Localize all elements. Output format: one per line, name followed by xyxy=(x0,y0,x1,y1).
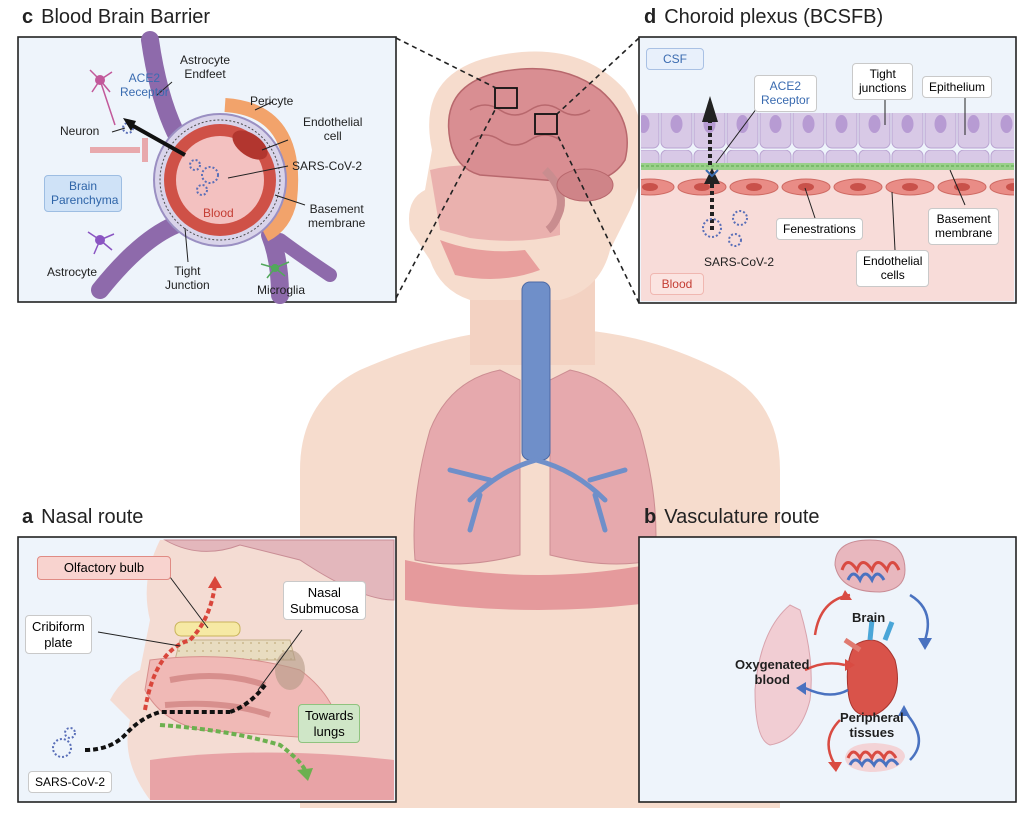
label-endothelial-cell: Endothelial cell xyxy=(303,115,363,143)
label-peripheral-tissues: Peripheral tissues xyxy=(840,710,904,740)
label-tight-junctions: Tight junctions xyxy=(852,63,914,100)
label-blood-choroid: Blood xyxy=(650,273,704,296)
panel-c xyxy=(17,31,397,304)
label-nasal-submucosa: Nasal Submucosa xyxy=(283,581,366,621)
panel-c-title: c Blood Brain Barrier xyxy=(22,6,210,29)
label-ace2-receptor: ACE2 Receptor xyxy=(120,71,169,99)
panel-b-title-text: Vasculature route xyxy=(664,506,820,528)
label-basement-membrane-choroid: Basement membrane xyxy=(928,208,1000,245)
label-neuron: Neuron xyxy=(60,124,100,138)
label-brain: Brain xyxy=(852,610,886,625)
label-oxygenated-blood: Oxygenated blood xyxy=(735,657,810,687)
label-astrocyte-endfeet: Astrocyte Endfeet xyxy=(180,53,231,81)
panel-c-letter: c xyxy=(22,6,34,28)
label-sars-cov-2-bbb: SARS-CoV-2 xyxy=(292,159,363,173)
connector-lines xyxy=(395,37,640,304)
brain xyxy=(447,67,628,234)
label-endothelial-cells: Endothelial cells xyxy=(856,250,930,287)
lungs xyxy=(405,369,670,610)
label-towards-lungs: Towards lungs xyxy=(298,704,361,744)
label-sars-cov-2-nasal: SARS-CoV-2 xyxy=(28,771,113,794)
label-fenestrations: Fenestrations xyxy=(776,218,863,241)
panel-c-title-text: Blood Brain Barrier xyxy=(41,6,211,28)
label-blood-bbb: Blood xyxy=(203,206,234,220)
label-pericyte: Pericyte xyxy=(250,94,294,108)
label-sars-cov-2-choroid: SARS-CoV-2 xyxy=(704,255,775,269)
label-tight-junction: Tight Junction xyxy=(165,264,210,292)
label-epithelium: Epithelium xyxy=(922,76,993,99)
label-ace2-receptor-choroid: ACE2 Receptor xyxy=(754,75,817,112)
label-csf: CSF xyxy=(646,48,704,71)
panel-a-title: a Nasal route xyxy=(22,506,143,529)
panel-d-letter: d xyxy=(644,6,657,28)
panel-b-letter: b xyxy=(644,506,657,528)
panel-b xyxy=(638,536,1017,803)
panel-d-title-text: Choroid plexus (BCSFB) xyxy=(664,6,884,28)
nasal-cavity xyxy=(430,165,560,241)
label-basement-membrane-bbb: Basement membrane xyxy=(308,202,366,230)
label-cribiform-plate: Cribiform plate xyxy=(25,615,92,655)
panel-a-title-text: Nasal route xyxy=(41,506,144,528)
label-olfactory-bulb: Olfactory bulb xyxy=(37,556,171,580)
label-astrocyte: Astrocyte xyxy=(47,265,98,279)
label-microglia: Microglia xyxy=(257,283,306,297)
panel-b-title: b Vasculature route xyxy=(644,506,820,529)
trachea xyxy=(447,281,628,533)
oral-cavity xyxy=(440,240,540,279)
panel-a-letter: a xyxy=(22,506,34,528)
label-brain-parenchyma: Brain Parenchyma xyxy=(44,175,122,212)
panel-d-title: d Choroid plexus (BCSFB) xyxy=(644,6,883,29)
